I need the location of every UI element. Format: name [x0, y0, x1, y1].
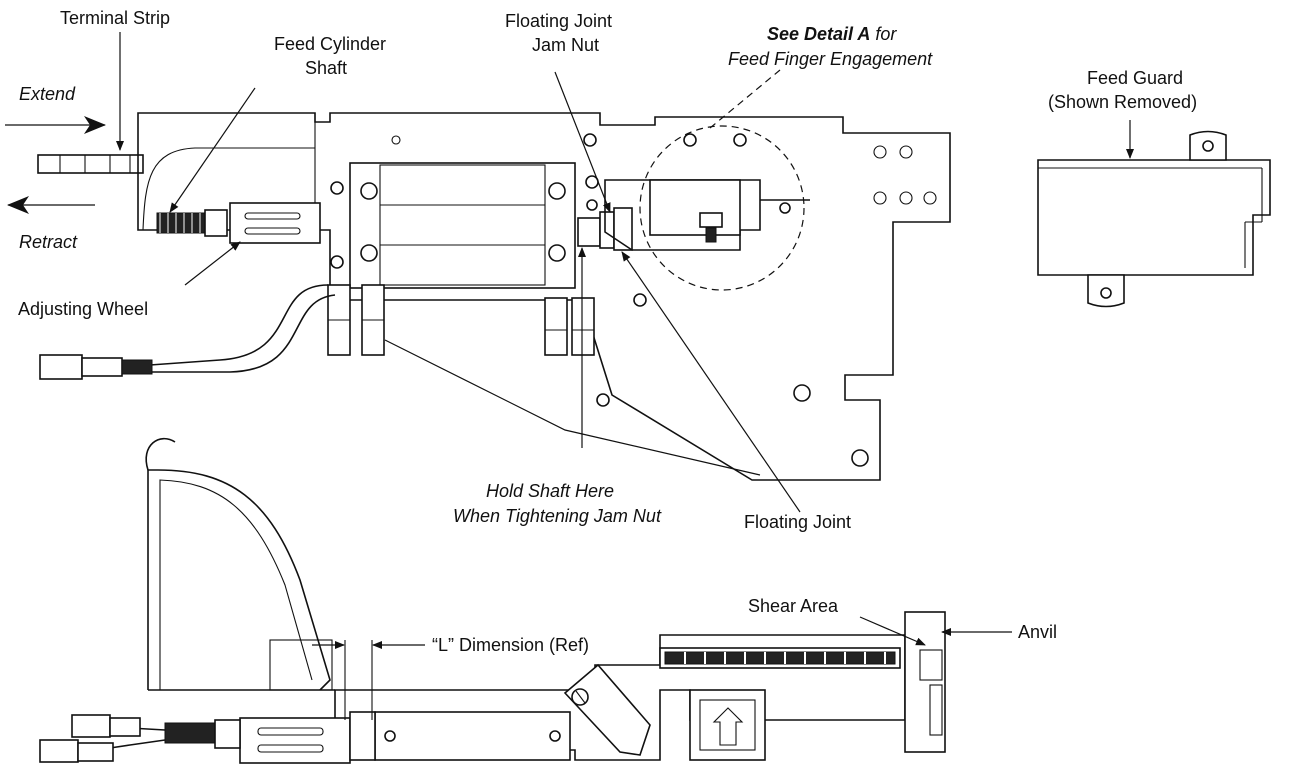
label-hold-shaft-line2: When Tightening Jam Nut	[453, 506, 662, 526]
label-hold-shaft-line1: Hold Shaft Here	[486, 481, 614, 501]
label-feed-guard-line1: Feed Guard	[1087, 68, 1183, 88]
mounting-holes	[391, 133, 937, 467]
label-feed-guard-line2: (Shown Removed)	[1048, 92, 1197, 112]
feed-finger	[604, 179, 810, 251]
anvil-block	[904, 611, 946, 753]
label-see-detail-for: for	[870, 24, 897, 44]
adjusting-wheel	[229, 202, 321, 244]
label-extend: Extend	[19, 84, 76, 104]
labels: Terminal Strip Feed Cylinder Shaft Float…	[18, 8, 1197, 655]
leader-lines	[5, 32, 1134, 649]
label-see-detail-bold: See Detail A	[767, 24, 870, 44]
label-feed-cylinder-line1: Feed Cylinder	[274, 34, 386, 54]
air-hoses	[39, 284, 336, 380]
label-floating-joint: Floating Joint	[744, 512, 851, 532]
label-see-detail: See Detail A for	[767, 24, 897, 44]
label-retract: Retract	[19, 232, 78, 252]
guide-block	[689, 689, 766, 761]
label-floating-joint-jam-line2: Jam Nut	[532, 35, 599, 55]
label-terminal-strip: Terminal Strip	[60, 8, 170, 28]
floating-joint	[577, 175, 633, 251]
label-feed-cylinder-line2: Shaft	[305, 58, 347, 78]
label-shear-area: Shear Area	[748, 596, 839, 616]
label-floating-joint-jam-line1: Floating Joint	[505, 11, 612, 31]
top-view-assembly	[37, 112, 951, 481]
feed-guard	[1037, 130, 1271, 308]
feed-cylinder-shaft	[156, 209, 228, 237]
label-anvil: Anvil	[1018, 622, 1057, 642]
clamp-arm	[563, 663, 651, 756]
feed-cylinder-body	[330, 162, 576, 289]
air-fittings	[327, 284, 595, 356]
bottom-view-assembly	[39, 437, 946, 764]
label-l-dimension: “L” Dimension (Ref)	[432, 635, 589, 655]
detail-a-circle	[639, 125, 805, 291]
label-adjusting-wheel: Adjusting Wheel	[18, 299, 148, 319]
label-feed-finger: Feed Finger Engagement	[728, 49, 933, 69]
terminal-strip	[37, 154, 144, 174]
